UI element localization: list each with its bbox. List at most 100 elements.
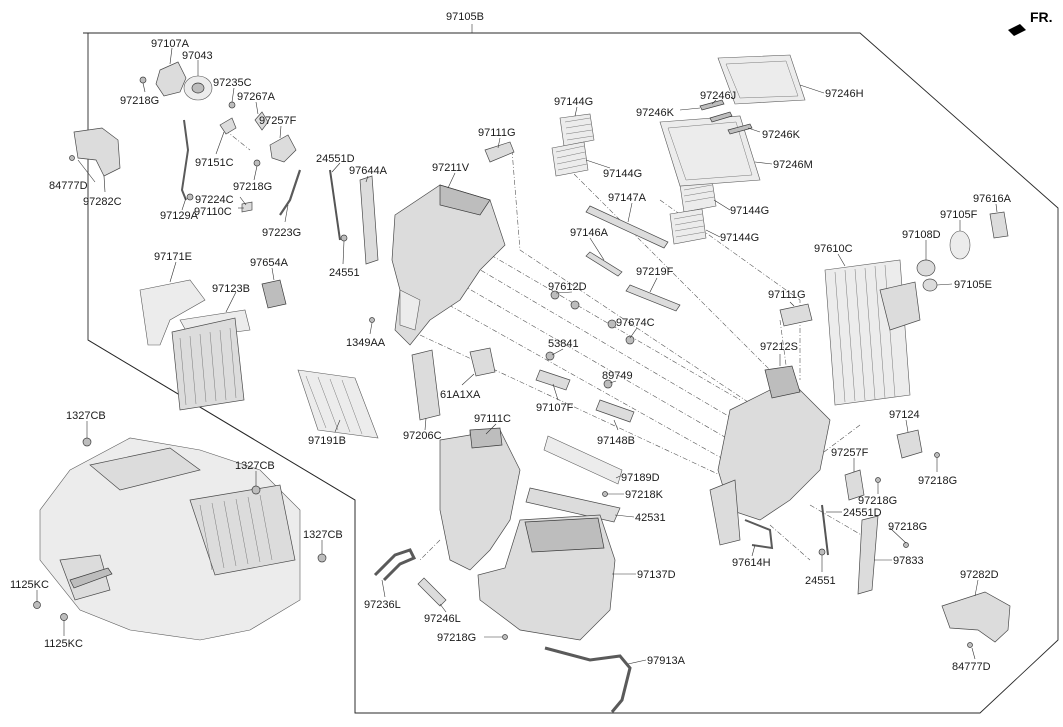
part-label-97212S: 97212S — [760, 341, 798, 353]
main-assembly-frame — [83, 32, 1059, 714]
clip-part — [989, 211, 1009, 239]
evaporator-core-part — [824, 259, 911, 406]
part-label-97171E: 97171E — [154, 251, 192, 263]
part-label-1327CB: 1327CB — [235, 460, 275, 472]
heater-pipe-part — [139, 279, 206, 346]
part-label-1349AA: 1349AA — [346, 337, 386, 349]
part-label-97282D: 97282D — [960, 569, 999, 581]
part-label-97129A: 97129A — [160, 210, 199, 222]
part-label-42531: 42531 — [635, 512, 666, 524]
part-label-97246H: 97246H — [825, 88, 864, 100]
part-label-24551: 24551 — [329, 267, 360, 279]
part-label-97218G: 97218G — [858, 495, 897, 507]
part-label-97224C: 97224C — [195, 194, 234, 206]
part-label-97218G: 97218G — [437, 632, 476, 644]
part-label-1327CB: 1327CB — [66, 410, 106, 422]
part-label-97105B: 97105B — [446, 11, 484, 23]
part-labels: 97105B 97107A 97043 97218G 97235C 97267A… — [10, 11, 1012, 673]
part-label-1125KC: 1125KC — [44, 638, 83, 650]
part-label-84777D: 84777D — [49, 180, 88, 192]
front-direction-marker: FR. — [1008, 9, 1053, 36]
part-label-97833: 97833 — [893, 555, 924, 567]
sub-assembly-frame — [87, 339, 356, 713]
cabin-filter-part — [559, 113, 595, 147]
part-label-84777D: 84777D — [952, 661, 991, 673]
part-label-97124: 97124 — [889, 409, 920, 421]
part-label-24551: 24551 — [805, 575, 836, 587]
part-label-97257F: 97257F — [831, 447, 869, 459]
part-label-97144G: 97144G — [603, 168, 642, 180]
part-label-97146A: 97146A — [570, 227, 609, 239]
part-label-97111C: 97111C — [474, 413, 511, 425]
part-label-97218K: 97218K — [625, 489, 664, 501]
part-label-97246K: 97246K — [762, 129, 801, 141]
part-label-97654A: 97654A — [250, 257, 289, 269]
part-label-97913A: 97913A — [647, 655, 686, 667]
diagram-frames — [83, 24, 1059, 714]
duct-part-left — [73, 127, 121, 177]
part-label-24551D: 24551D — [843, 507, 882, 519]
part-label-97218G: 97218G — [233, 181, 272, 193]
screw-part — [139, 76, 147, 84]
part-label-97111G: 97111G — [768, 289, 806, 301]
part-label-97235C: 97235C — [213, 77, 252, 89]
part-label-97219F: 97219F — [636, 266, 674, 278]
assembly-guide-lines — [224, 129, 871, 561]
part-label-97218G: 97218G — [120, 95, 159, 107]
part-label-97110C: 97110C — [194, 206, 232, 218]
part-label-97282C: 97282C — [83, 196, 122, 208]
part-label-97107A: 97107A — [151, 38, 190, 50]
part-label-61A1XA: 61A1XA — [440, 389, 481, 401]
heater-core-part — [171, 317, 245, 411]
part-label-24551D: 24551D — [316, 153, 355, 165]
part-label-97246J: 97246J — [700, 90, 736, 102]
part-label-97105F: 97105F — [940, 209, 978, 221]
part-label-97236L: 97236L — [364, 599, 401, 611]
part-label-97211V: 97211V — [432, 162, 470, 174]
part-label-97107F: 97107F — [536, 402, 574, 414]
part-label-97105E: 97105E — [954, 279, 992, 291]
part-label-97612D: 97612D — [548, 281, 587, 293]
arrow-right-icon — [1008, 24, 1026, 36]
part-label-97644A: 97644A — [349, 165, 388, 177]
part-label-97191B: 97191B — [308, 435, 346, 447]
part-label-89749: 89749 — [602, 370, 633, 382]
part-label-97111G: 97111G — [478, 127, 516, 139]
part-label-97614H: 97614H — [732, 557, 771, 569]
part-label-53841: 53841 — [548, 338, 579, 350]
right-case-part — [717, 379, 831, 521]
part-label-97144G: 97144G — [554, 96, 593, 108]
duct-part-right — [941, 591, 1011, 643]
part-label-97144G: 97144G — [730, 205, 769, 217]
blower-motor-part — [155, 61, 187, 97]
assembled-unit-view — [33, 437, 327, 641]
part-label-97123B: 97123B — [212, 283, 250, 295]
part-label-97189D: 97189D — [621, 472, 660, 484]
part-label-97137D: 97137D — [637, 569, 676, 581]
seal-frame-part-upper — [717, 54, 806, 105]
part-label-97218G: 97218G — [888, 521, 927, 533]
part-label-97246L: 97246L — [424, 613, 461, 625]
part-label-97616A: 97616A — [973, 193, 1012, 205]
direction-label: FR. — [1030, 9, 1053, 25]
part-label-97043: 97043 — [182, 50, 213, 62]
part-label-97148B: 97148B — [597, 435, 635, 447]
lower-case-part — [439, 429, 521, 571]
part-label-97610C: 97610C — [814, 243, 853, 255]
parts — [33, 54, 1011, 713]
part-label-1125KC: 1125KC — [10, 579, 49, 591]
leader-lines — [36, 47, 998, 665]
part-label-97151C: 97151C — [195, 157, 234, 169]
part-label-97267A: 97267A — [237, 91, 276, 103]
part-label-97674C: 97674C — [616, 317, 655, 329]
part-label-97108D: 97108D — [902, 229, 941, 241]
part-label-97246M: 97246M — [773, 159, 813, 171]
part-label-97144G: 97144G — [720, 232, 759, 244]
part-label-97218G: 97218G — [918, 475, 957, 487]
part-label-97147A: 97147A — [608, 192, 647, 204]
part-label-97223G: 97223G — [262, 227, 301, 239]
part-label-1327CB: 1327CB — [303, 529, 343, 541]
part-label-97257F: 97257F — [259, 115, 297, 127]
